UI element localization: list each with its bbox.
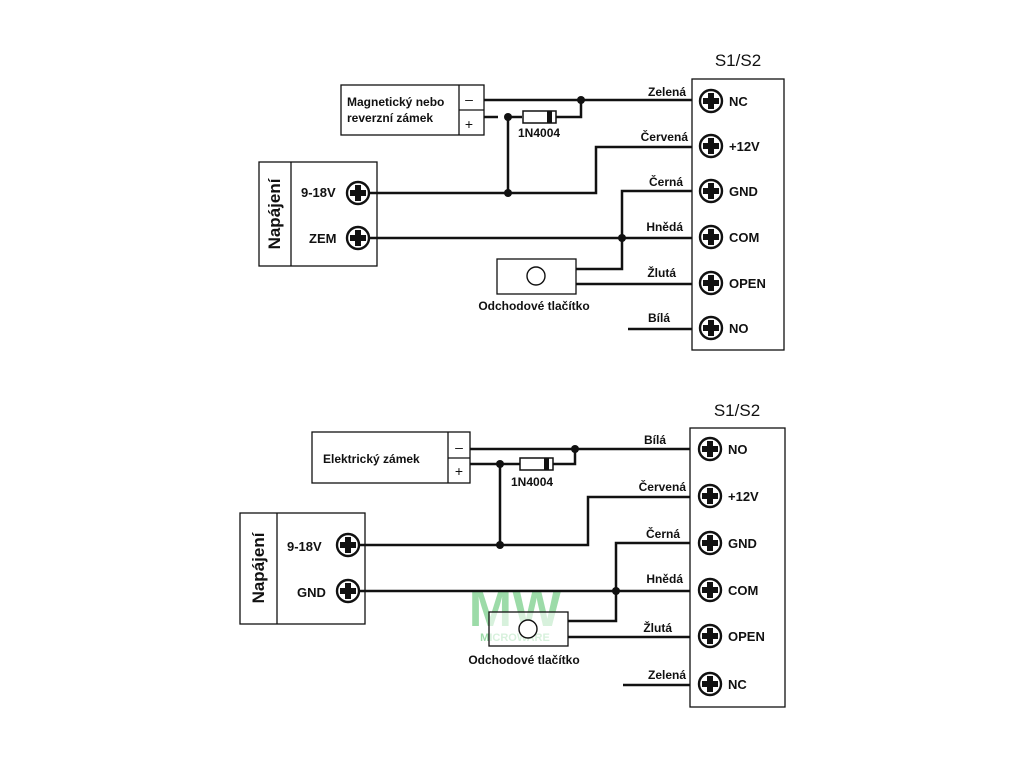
- screw-terminal-icon: [335, 578, 361, 604]
- wire-label: Černá: [649, 174, 683, 189]
- controller-header: S1/S2: [715, 51, 761, 70]
- terminal-label: NO: [729, 321, 749, 336]
- junction-dot: [496, 541, 504, 549]
- wire-label: Žlutá: [643, 620, 672, 635]
- power-pos-label: 9-18V: [287, 539, 322, 554]
- terminal-com: COM: [698, 224, 759, 250]
- diode-icon: [519, 457, 554, 471]
- terminal-com: COM: [697, 577, 758, 603]
- wire-label: Bílá: [648, 311, 670, 325]
- wires: [360, 447, 690, 687]
- terminal-label: COM: [729, 230, 759, 245]
- lock-minus: –: [465, 91, 473, 107]
- screw-terminal-icon: [698, 270, 724, 296]
- terminal-nc: NC: [698, 88, 748, 114]
- screw-terminal-icon: [698, 315, 724, 341]
- diode-label: 1N4004: [518, 126, 560, 140]
- terminal-no: NO: [698, 315, 749, 341]
- wire-label: Černá: [646, 526, 680, 541]
- controller-block: [691, 78, 785, 351]
- diagram-bottom: S1/S2 NO +12V GND COM OPEN NC Bílá Červe…: [239, 401, 786, 708]
- terminal-12v: +12V: [697, 483, 759, 509]
- power-box: Napájení 9-18V ZEM: [258, 161, 378, 267]
- lock-box: Elektrický zámek – +: [311, 431, 471, 484]
- terminal-label: GND: [729, 184, 758, 199]
- wire-label: Zelená: [648, 85, 686, 99]
- screw-terminal-icon: [345, 225, 371, 251]
- lock-box: Magnetický nebo reverzní zámek – +: [340, 84, 485, 136]
- wire-label: Bílá: [644, 433, 666, 447]
- diagram-top: S1/S2 NC +12V GND COM OPEN NO Zelená Čer…: [258, 51, 785, 351]
- screw-terminal-icon: [697, 530, 723, 556]
- screw-terminal-icon: [698, 133, 724, 159]
- wire-label: Hnědá: [646, 572, 683, 586]
- wire-label: Hnědá: [646, 220, 683, 234]
- junction-dot: [618, 234, 626, 242]
- power-title: Napájení: [249, 531, 268, 603]
- power-pos-label: 9-18V: [301, 185, 336, 200]
- lock-plus: +: [465, 116, 473, 132]
- wire-label: Žlutá: [647, 265, 676, 280]
- controller-header: S1/S2: [714, 401, 760, 420]
- junction-dot: [577, 96, 585, 104]
- lock-minus: –: [455, 439, 463, 455]
- junction-dot: [496, 460, 504, 468]
- junction-dot: [571, 445, 579, 453]
- terminal-label: GND: [728, 536, 757, 551]
- terminal-open: OPEN: [697, 623, 765, 649]
- terminal-12v: +12V: [698, 133, 760, 159]
- screw-terminal-icon: [697, 577, 723, 603]
- screw-terminal-icon: [335, 532, 361, 558]
- power-neg-label: ZEM: [309, 231, 336, 246]
- screw-terminal-icon: [697, 483, 723, 509]
- screw-terminal-icon: [698, 88, 724, 114]
- terminal-label: OPEN: [729, 276, 766, 291]
- power-title: Napájení: [265, 177, 284, 249]
- lock-label: reverzní zámek: [347, 111, 433, 125]
- screw-terminal-icon: [697, 623, 723, 649]
- lock-label: Elektrický zámek: [323, 452, 420, 466]
- power-neg-label: GND: [297, 585, 326, 600]
- screw-terminal-icon: [697, 671, 723, 697]
- terminal-label: +12V: [729, 139, 760, 154]
- terminal-gnd: GND: [698, 178, 758, 204]
- screw-terminal-icon: [345, 180, 371, 206]
- screw-terminal-icon: [698, 224, 724, 250]
- screw-terminal-icon: [697, 436, 723, 462]
- terminal-label: +12V: [728, 489, 759, 504]
- exit-button-label: Odchodové tlačítko: [468, 653, 579, 667]
- exit-button: Odchodové tlačítko: [468, 611, 580, 667]
- terminal-nc: NC: [697, 671, 747, 697]
- terminal-no: NO: [697, 436, 748, 462]
- junction-dot: [504, 113, 512, 121]
- power-box: Napájení 9-18V GND: [239, 512, 366, 625]
- controller-block: [689, 427, 786, 708]
- terminal-label: NC: [728, 677, 747, 692]
- terminal-label: OPEN: [728, 629, 765, 644]
- terminal-gnd: GND: [697, 530, 757, 556]
- lock-label: Magnetický nebo: [347, 95, 444, 109]
- terminal-label: NC: [729, 94, 748, 109]
- junction-dot: [612, 587, 620, 595]
- terminal-label: COM: [728, 583, 758, 598]
- exit-button: Odchodové tlačítko: [478, 258, 590, 313]
- lock-plus: +: [455, 463, 463, 479]
- diode-icon: [522, 110, 557, 124]
- wire-label: Červená: [639, 479, 687, 494]
- wire-label: Zelená: [648, 668, 686, 682]
- exit-button-label: Odchodové tlačítko: [478, 299, 589, 313]
- screw-terminal-icon: [698, 178, 724, 204]
- junction-dot: [504, 189, 512, 197]
- diode-label: 1N4004: [511, 475, 553, 489]
- wire-label: Červená: [641, 129, 689, 144]
- terminal-label: NO: [728, 442, 748, 457]
- terminal-open: OPEN: [698, 270, 766, 296]
